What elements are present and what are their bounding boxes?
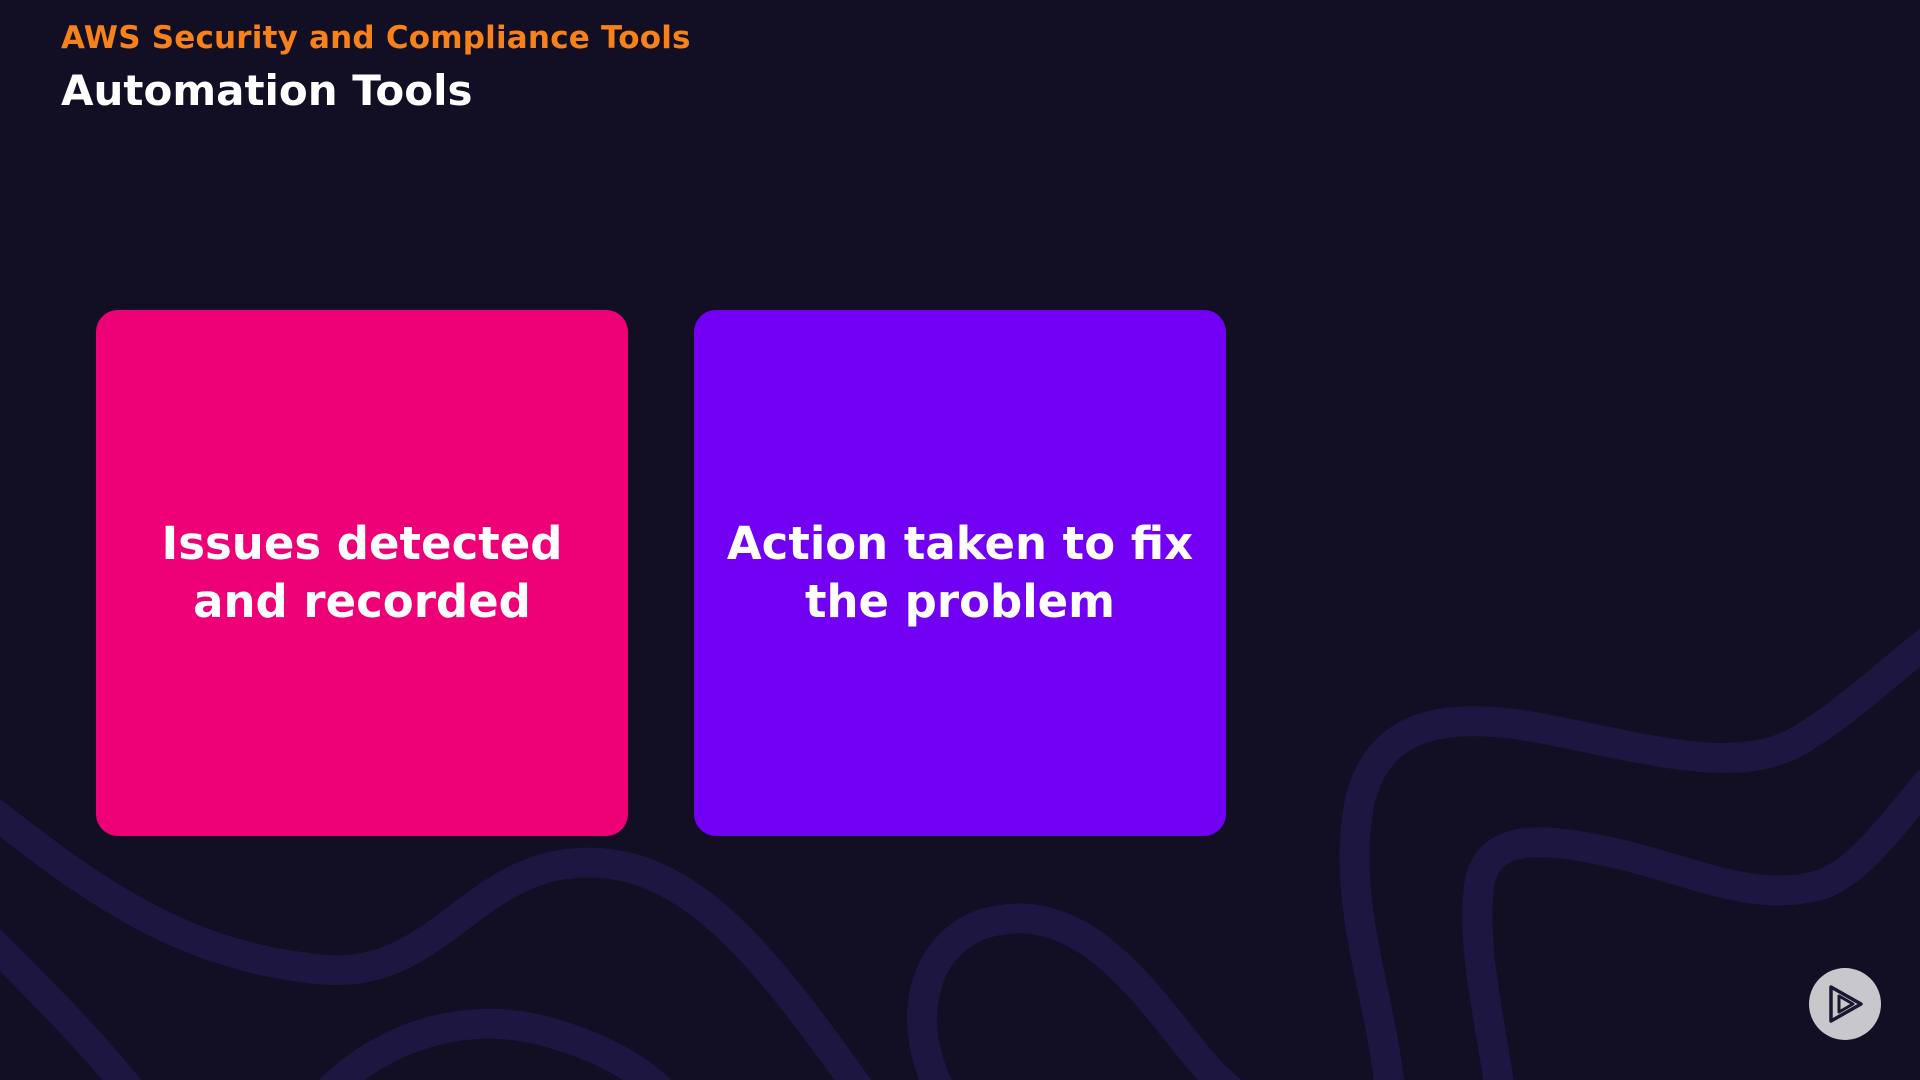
card-issues-detected: Issues detected and recorded (96, 310, 628, 836)
play-logo-button[interactable] (1809, 968, 1881, 1040)
card-action-taken-text: Action taken to fix the problem (726, 517, 1194, 628)
card-issues-detected-text: Issues detected and recorded (161, 517, 563, 628)
play-logo-icon (1829, 985, 1863, 1023)
section-eyebrow: AWS Security and Compliance Tools (61, 20, 691, 56)
page-title: Automation Tools (61, 66, 473, 115)
card-action-taken: Action taken to fix the problem (694, 310, 1226, 836)
